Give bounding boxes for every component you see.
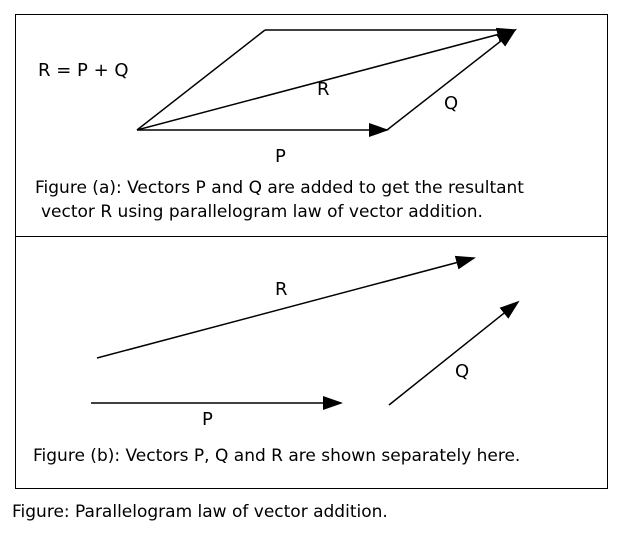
- caption-a-line1: Figure (a): Vectors P and Q are added to…: [35, 178, 524, 198]
- label-p-a: P: [275, 146, 286, 167]
- label-q-b: Q: [455, 361, 470, 382]
- label-p-b: P: [202, 409, 213, 430]
- vector-r-a: [136, 27, 517, 131]
- outer-frame: [15, 14, 608, 489]
- vector-q-a: [386, 28, 517, 131]
- label-q-a: Q: [444, 93, 459, 114]
- label-r-b: R: [275, 279, 288, 300]
- caption-b: Figure (b): Vectors P, Q and R are shown…: [33, 446, 521, 466]
- caption-a-line2: vector R using parallelogram law of vect…: [41, 202, 483, 222]
- vector-q-b: [388, 300, 520, 406]
- figure-caption: Figure: Parallelogram law of vector addi…: [12, 502, 388, 522]
- parallelogram-left-edge: [136, 29, 266, 131]
- label-r-a: R: [317, 79, 330, 100]
- equation: R = P + Q: [38, 60, 129, 81]
- vector-r-b: [96, 255, 476, 359]
